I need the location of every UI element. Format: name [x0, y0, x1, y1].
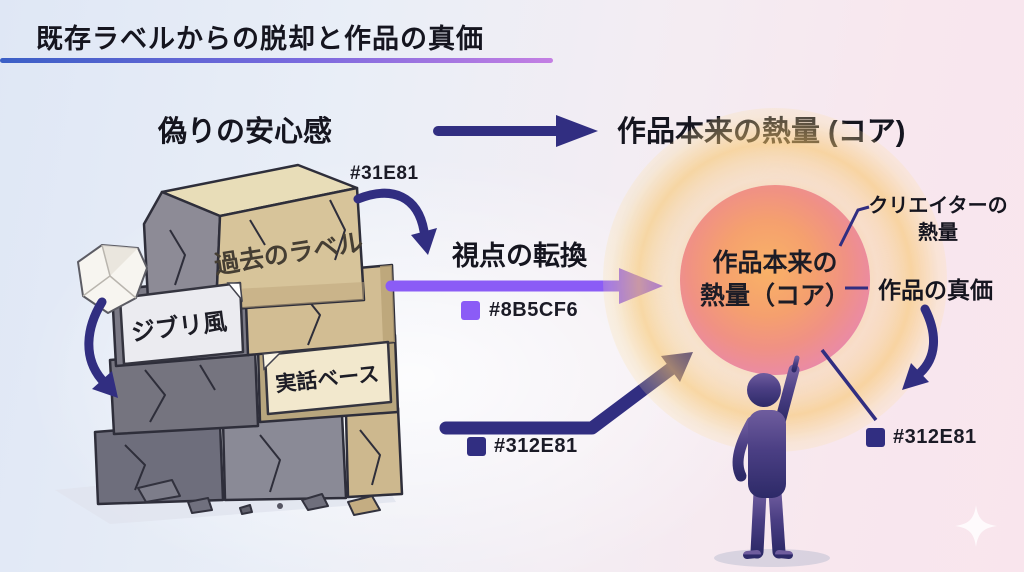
true-story-sign: 実話ベース [262, 340, 393, 416]
page-title: 既存ラベルからの脱却と作品の真価 [36, 24, 484, 54]
top-arrow-hex-label: #31E81 [350, 163, 419, 184]
right-hex-label: #312E81 [893, 426, 977, 448]
core-orb: 作品本来の 熱量（コア） [680, 185, 870, 375]
purple-color-swatch [461, 301, 480, 320]
navy-color-swatch-right [866, 428, 885, 447]
perspective-shift-label: 視点の転換 [452, 241, 587, 271]
orb-label-line2: 熱量（コア） [699, 282, 850, 310]
person-pointing-illustration [714, 355, 830, 567]
person-head [747, 373, 781, 407]
true-value-callout: 作品の真価 [878, 277, 993, 303]
curved-arrow-down-left-icon [902, 304, 939, 390]
sparkle-icon [955, 505, 997, 547]
title-underline [0, 58, 553, 63]
pebbles [137, 479, 381, 516]
person-body [732, 355, 800, 559]
bottom-hex-label: #312E81 [494, 435, 578, 457]
orb-label-line1: 作品本来の [712, 249, 838, 277]
false-security-heading: 偽りの安心感 [158, 116, 333, 148]
peeled-paper-icon [77, 244, 148, 314]
person-shadow [714, 549, 830, 567]
arrow-right-icon [433, 115, 598, 147]
stone-block-top [142, 163, 366, 312]
callout-connector-lines [838, 205, 870, 290]
creator-heat-callout: クリエイターの 熱量 [855, 193, 1021, 247]
curved-arrow-right-down-icon [353, 188, 437, 255]
ghibli-sign: ジブリ風 [118, 281, 245, 366]
orb-swatch-connector-line [820, 348, 878, 422]
purple-hex-label: #8B5CF6 [489, 299, 579, 321]
creator-heat-line2: 熱量 [918, 222, 958, 244]
creator-heat-line1: クリエイターの [868, 195, 1008, 217]
curved-arrow-down-icon [84, 297, 118, 398]
stone-stack-illustration: 過去のラベル 実話ベース ジブリ風 [55, 163, 404, 524]
navy-color-swatch-bottom [467, 437, 486, 456]
